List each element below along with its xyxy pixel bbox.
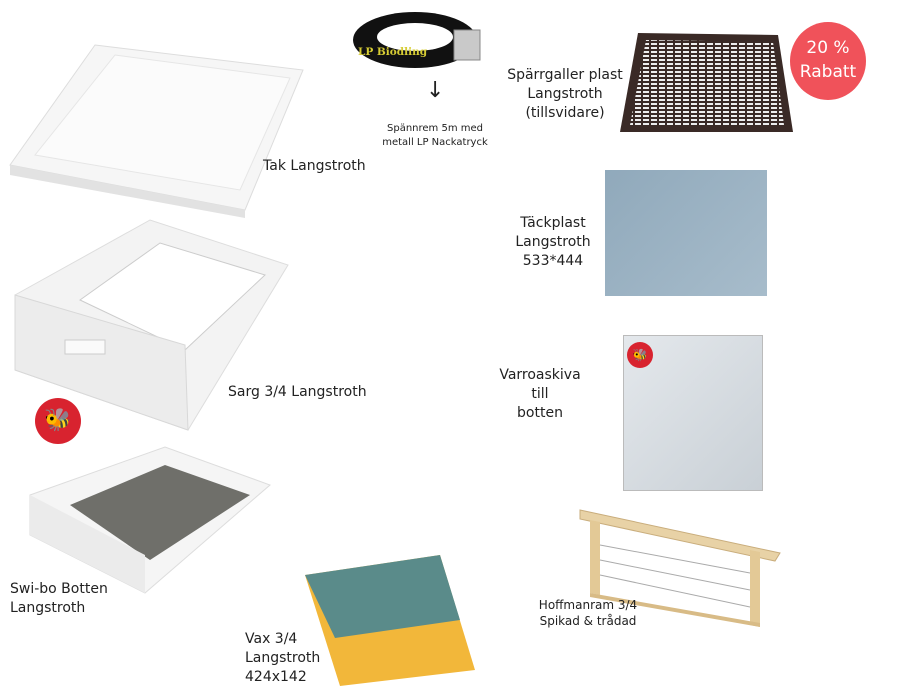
bottom-label: Swi-bo Botten Langstroth (10, 580, 108, 618)
arrow-down-icon: ↓ (426, 78, 445, 103)
label-line: Täckplast (520, 215, 586, 231)
strap-label-line: metall LP Nackatryck (382, 137, 488, 148)
discount-percent: 20 % (806, 38, 850, 58)
label-line: 424x142 (245, 669, 307, 685)
strap-label-line: Spännrem 5m med (387, 123, 483, 134)
discount-word: Rabatt (799, 62, 857, 82)
label-line: Langstroth (515, 234, 591, 250)
tak-label: Tak Langstroth (263, 158, 366, 174)
discount-badge: 20 % Rabatt (790, 22, 866, 100)
bottom-image (29, 446, 271, 594)
bee-logo-icon: 🐝 (35, 398, 81, 444)
label-line: till (531, 386, 549, 402)
sarg-label: Sarg 3/4 Langstroth (228, 384, 367, 400)
excluder-image (620, 33, 793, 132)
label-line: Langstroth (527, 86, 603, 102)
label-line: (tillsvidare) (525, 105, 605, 121)
label-line: Spärrgaller plast (507, 67, 623, 83)
label-line: Spikad & trådad (539, 614, 637, 628)
wax-image (305, 555, 475, 686)
label-line: Swi-bo Botten (10, 581, 108, 597)
frame-label: Hoffmanram 3/4 Spikad & trådad (528, 597, 648, 629)
bee-logo-icon: 🐝 (627, 342, 653, 368)
label-line: Langstroth (245, 650, 321, 666)
varroa-label: Varroaskiva till botten (495, 366, 585, 423)
label-line: Hoffmanram 3/4 (538, 598, 638, 612)
label-line: Vax 3/4 (245, 631, 298, 647)
wax-label: Vax 3/4 Langstroth 424x142 (245, 630, 320, 687)
tak-langstroth-image (9, 44, 304, 218)
sarg-image (14, 219, 289, 431)
hoffman-frame-image (579, 509, 781, 627)
label-line: Langstroth (10, 600, 86, 616)
strap-print-text: LP Biodling (358, 46, 428, 58)
cover-image (605, 170, 767, 296)
excluder-label: Spärrgaller plast Langstroth (tillsvidar… (500, 66, 630, 123)
label-line: Varroaskiva (499, 367, 581, 383)
label-line: botten (517, 405, 563, 421)
strap-label: Spännrem 5m med metall LP Nackatryck (375, 122, 495, 150)
strap-image: LP Biodling (353, 12, 481, 68)
cover-label: Täckplast Langstroth 533*444 (498, 214, 608, 271)
label-line: 533*444 (522, 253, 584, 269)
